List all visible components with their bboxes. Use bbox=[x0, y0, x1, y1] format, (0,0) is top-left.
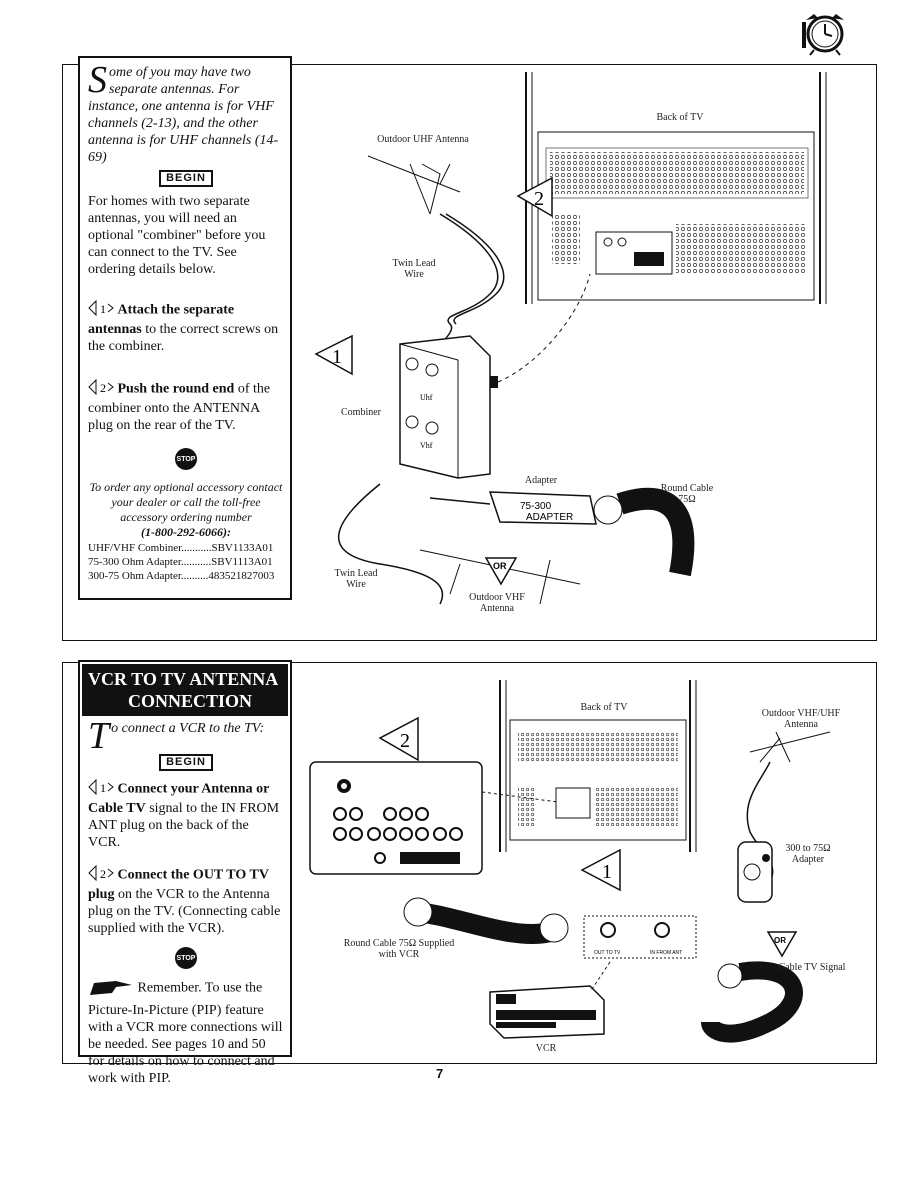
svg-text:75-300: 75-300 bbox=[520, 501, 552, 512]
svg-text:ADAPTER: ADAPTER bbox=[526, 512, 573, 523]
svg-text:Vhf: Vhf bbox=[420, 441, 433, 450]
callout-1: 1 bbox=[314, 334, 353, 376]
svg-text:IN FROM ANT: IN FROM ANT bbox=[650, 950, 682, 956]
label-cable-tv-signal: Cable TV Signal bbox=[778, 962, 846, 973]
page-number: 7 bbox=[436, 1066, 444, 1081]
callout-1: 1 bbox=[580, 848, 621, 892]
pointing-hand-icon bbox=[88, 975, 134, 1002]
svg-text:1: 1 bbox=[100, 302, 106, 316]
label-round-cable: Round Cable 75Ω Supplied with VCR bbox=[343, 938, 455, 960]
svg-text:Uhf: Uhf bbox=[420, 393, 433, 402]
parts-list: UHF/VHF Combiner...........SBV1133A01 75… bbox=[88, 541, 284, 583]
step-1: 1 Connect your Antenna or Cable TV signa… bbox=[88, 778, 280, 850]
svg-text:OR: OR bbox=[774, 936, 786, 945]
svg-text:OUT TO TV: OUT TO TV bbox=[594, 950, 621, 956]
callout-2: 2 bbox=[516, 176, 553, 218]
label-twin-lead-2: Twin Lead Wire bbox=[334, 568, 378, 590]
section-title: VCR TO TV ANTENNA CONNECTION bbox=[82, 664, 288, 716]
alarm-clock-icon bbox=[800, 8, 850, 56]
label-round-cable: Round Cable 75Ω bbox=[660, 483, 714, 505]
jack-panel-illustration bbox=[309, 761, 483, 875]
label-outdoor-vhf: Outdoor VHF Antenna bbox=[469, 592, 525, 614]
drop-cap: T bbox=[88, 715, 110, 757]
svg-text:OR: OR bbox=[493, 561, 507, 571]
begin-badge: BEGIN bbox=[159, 754, 213, 771]
order-text: To order any optional accessory contact … bbox=[89, 480, 283, 524]
order-phone: (1-800-292-6066): bbox=[141, 525, 231, 539]
step-2-marker: 2 bbox=[88, 864, 114, 886]
or-marker: OR bbox=[766, 931, 798, 958]
part-item: UHF/VHF Combiner...........SBV1133A01 bbox=[88, 542, 274, 554]
vcr-illustration bbox=[489, 985, 605, 1039]
bottom-diagram: OUT TO TV IN FROM ANT OR 2 1 bbox=[309, 680, 831, 1043]
stop-sign-icon: STOP bbox=[175, 448, 197, 470]
adapter-illustration: 75-300 ADAPTER bbox=[429, 491, 597, 525]
adapter-illustration bbox=[737, 841, 773, 903]
label-adapter-300: 300 to 75Ω Adapter bbox=[785, 843, 831, 865]
uhf-antenna-illustration bbox=[367, 155, 461, 215]
combiner-illustration: Uhf Vhf bbox=[399, 335, 498, 479]
step-2-marker: 2 bbox=[88, 378, 114, 400]
label-outdoor-uhf: Outdoor UHF Antenna bbox=[377, 134, 469, 145]
svg-text:2: 2 bbox=[400, 730, 410, 752]
callout-2: 2 bbox=[378, 716, 419, 762]
label-combiner: Combiner bbox=[341, 407, 381, 418]
part-item: 300-75 Ohm Adapter..........483521827003 bbox=[88, 570, 275, 582]
step-1-marker: 1 bbox=[88, 778, 114, 800]
vhf-uhf-antenna-illustration bbox=[749, 731, 831, 763]
step-1-marker: 1 bbox=[88, 299, 114, 321]
bottom-section-frame bbox=[62, 662, 877, 1064]
svg-text:2: 2 bbox=[534, 188, 544, 210]
part-item: 75-300 Ohm Adapter...........SBV1113A01 bbox=[88, 556, 273, 568]
step-2: 2 Push the round end of the combiner ont… bbox=[88, 378, 271, 433]
top-section-frame bbox=[62, 64, 877, 641]
tv-back-illustration bbox=[525, 72, 827, 304]
top-diagram: Uhf Vhf 75-300 ADAPTER OR 1 2 bbox=[314, 72, 827, 605]
body-text: For homes with two separate antennas, yo… bbox=[88, 194, 266, 277]
svg-text:1: 1 bbox=[602, 861, 612, 883]
label-vcr: VCR bbox=[535, 1043, 557, 1054]
svg-text:1: 1 bbox=[332, 346, 342, 368]
or-marker: OR bbox=[484, 557, 518, 586]
label-twin-lead-1: Twin Lead Wire bbox=[392, 258, 436, 280]
drop-cap: S bbox=[88, 59, 107, 101]
stop-sign-icon: STOP bbox=[175, 947, 197, 969]
label-adapter: Adapter bbox=[524, 475, 558, 486]
step-1: 1 Attach the separate antennas to the co… bbox=[88, 299, 279, 354]
label-back-of-tv: Back of TV bbox=[580, 702, 628, 713]
svg-text:2: 2 bbox=[100, 381, 106, 395]
vcr-jacks-illustration: OUT TO TV IN FROM ANT bbox=[583, 915, 697, 959]
tv-back-illustration bbox=[499, 680, 697, 852]
label-outdoor-vhf-uhf: Outdoor VHF/UHF Antenna bbox=[761, 708, 841, 730]
svg-text:2: 2 bbox=[100, 867, 106, 881]
svg-text:1: 1 bbox=[100, 781, 106, 795]
label-back-of-tv: Back of TV bbox=[656, 112, 704, 123]
step-2: 2 Connect the OUT TO TV plug on the VCR … bbox=[88, 864, 281, 936]
remember-note: Remember. To use the Picture-In-Picture … bbox=[88, 975, 284, 1087]
begin-badge: BEGIN bbox=[159, 170, 213, 187]
